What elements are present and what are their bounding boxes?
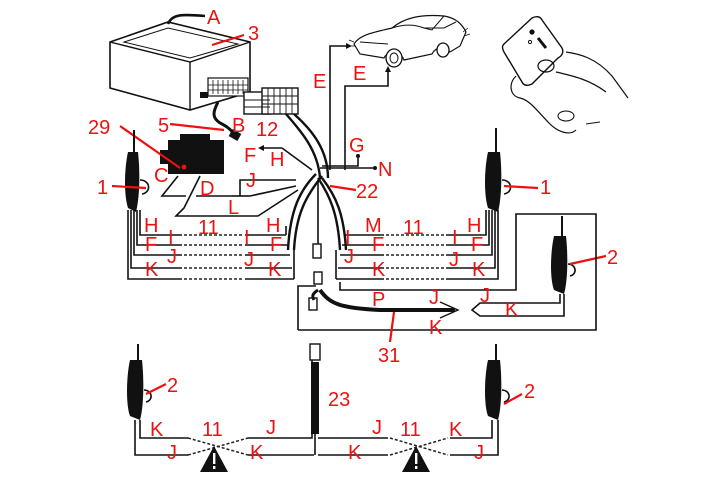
label-wire-h-left2: H xyxy=(266,215,280,237)
label-wire-j-bm: J xyxy=(266,417,276,439)
label-connector-b: B xyxy=(232,115,245,137)
harness-31-icon xyxy=(308,243,460,319)
label-wire-i-left: I xyxy=(168,227,174,249)
label-wire-f-left2: F xyxy=(270,234,282,256)
label-front-right-motor-1: 1 xyxy=(540,177,551,199)
rear-right-bottom-motor-icon xyxy=(485,344,510,420)
label-wire-h-left: H xyxy=(144,215,158,237)
label-wire-j-br: J xyxy=(474,442,484,464)
label-antenna-a: A xyxy=(207,7,221,29)
label-wire-l: L xyxy=(228,197,239,219)
remote-hand-icon xyxy=(501,15,629,134)
label-wire-e-right: E xyxy=(353,63,366,85)
label-wire-j-left: J xyxy=(167,246,177,268)
label-rear-left-bottom-motor-2: 2 xyxy=(167,375,178,397)
label-wire-i-right2: I xyxy=(452,227,458,249)
label-wire-h-right2: H xyxy=(467,215,481,237)
label-wire-f-right: F xyxy=(372,234,384,256)
connector-12-icon xyxy=(243,87,299,115)
door-harness-23-icon xyxy=(309,343,321,455)
label-connector-d: D xyxy=(200,178,214,200)
label-wire-j-top: J xyxy=(246,170,256,192)
label-wire-j-bl: J xyxy=(167,442,177,464)
label-wire-n: N xyxy=(378,159,392,181)
label-siren-29: 29 xyxy=(88,117,110,139)
label-wire-j-bm2: J xyxy=(372,417,382,439)
warning-icon xyxy=(402,446,430,472)
label-harness-5: 5 xyxy=(158,115,169,137)
label-wire-j-left2: J xyxy=(244,249,254,271)
label-wire-k-br: K xyxy=(449,419,463,441)
label-wire-k-loop: K xyxy=(505,299,519,321)
rear-left-bottom-motor-icon xyxy=(127,344,152,420)
label-wire-k-31: K xyxy=(429,317,443,339)
warning-icon xyxy=(200,446,228,472)
label-wire-k-bm2: K xyxy=(348,442,362,464)
label-harness-22: 22 xyxy=(356,181,378,203)
label-connector-c: C xyxy=(154,165,168,187)
label-connector-12: 12 xyxy=(256,119,278,141)
label-wire-k-left: K xyxy=(145,259,159,281)
label-gap-11-right: 11 xyxy=(403,217,424,239)
label-wire-j-right: J xyxy=(344,246,354,268)
label-wire-f-right2: F xyxy=(471,234,483,256)
label-wire-k-bm: K xyxy=(250,442,264,464)
front-right-wires xyxy=(335,210,499,280)
label-wire-k-left2: K xyxy=(268,259,282,281)
label-control-unit-3: 3 xyxy=(248,23,259,45)
label-wire-f-top: F xyxy=(244,145,256,167)
label-rear-right-bottom-motor-2: 2 xyxy=(524,381,535,403)
front-left-motor-icon xyxy=(125,130,150,212)
control-unit-icon xyxy=(109,13,251,111)
label-gap-11-br: 11 xyxy=(400,419,421,441)
label-gap-11-left: 11 xyxy=(198,217,219,239)
label-wire-j-31: J xyxy=(429,287,439,309)
label-gap-11-bl: 11 xyxy=(202,419,223,441)
label-rear-right-motor-2: 2 xyxy=(607,247,618,269)
label-wire-k-right2: K xyxy=(472,259,486,281)
car-icon xyxy=(348,14,471,68)
label-door-harness-23: 23 xyxy=(328,389,350,411)
label-wire-e-top: E xyxy=(313,71,326,93)
label-wire-m: M xyxy=(365,215,382,237)
label-wire-f-left: F xyxy=(145,234,157,256)
label-wire-k-bl: K xyxy=(150,419,164,441)
front-right-motor-icon xyxy=(485,128,512,212)
siren-29-icon xyxy=(160,134,224,174)
label-wire-g: G xyxy=(349,135,365,157)
label-wire-j-loop: J xyxy=(480,285,490,307)
label-wire-i-right: I xyxy=(345,227,351,249)
rear-right-motor-icon xyxy=(551,216,576,294)
label-harness-31: 31 xyxy=(378,345,400,367)
label-wire-i-left2: I xyxy=(244,227,250,249)
label-wire-p: P xyxy=(372,289,385,311)
front-left-wires xyxy=(127,210,295,280)
label-wire-j-right2: J xyxy=(449,249,459,271)
label-wire-k-right: K xyxy=(372,259,386,281)
label-wire-h-top: H xyxy=(270,149,284,171)
label-front-left-motor-1: 1 xyxy=(97,177,108,199)
